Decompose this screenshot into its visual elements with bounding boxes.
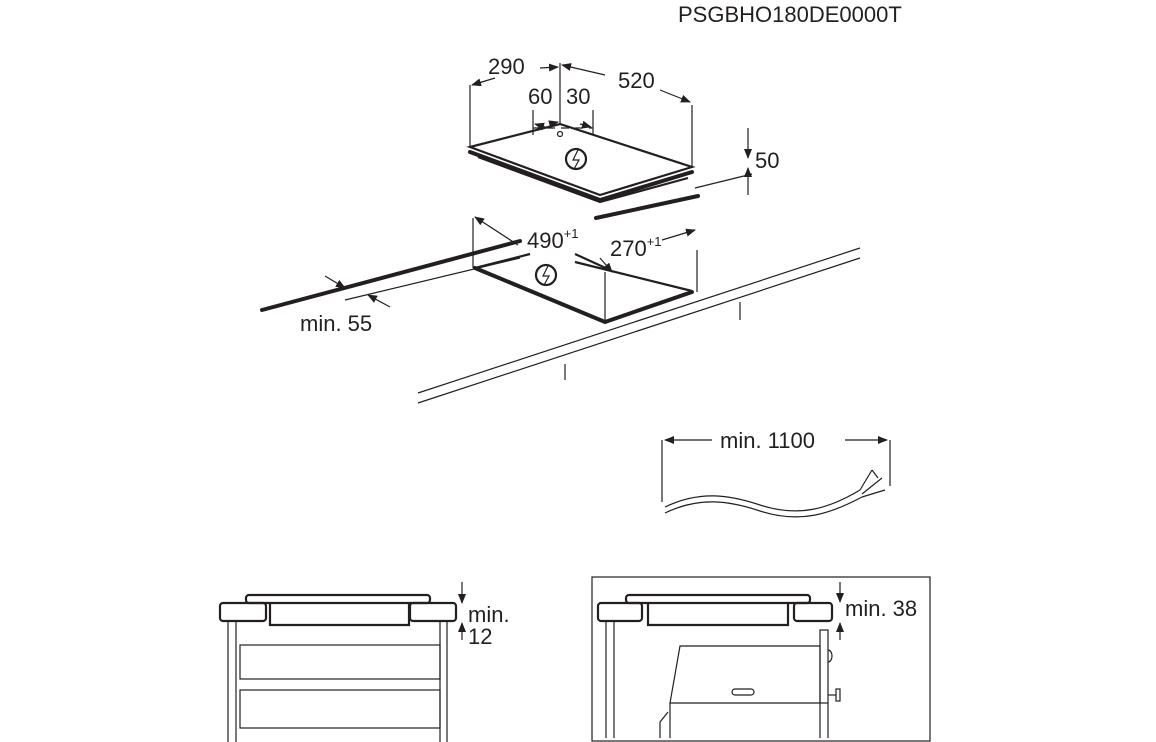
clearance-label: min. [468, 602, 510, 627]
clearance-value: 12 [468, 624, 492, 649]
dim-height: 50 [755, 148, 779, 173]
model-code: PSGBHO180DE0000T [678, 2, 902, 27]
dim-width: 520 [618, 68, 655, 93]
cable-drawing [661, 436, 891, 518]
cutout-depth: 270+1 [610, 234, 662, 261]
cabinet-oven-drawing [591, 576, 931, 742]
cutout-depth-tolerance: +1 [647, 234, 662, 249]
electric-symbol-icon [534, 263, 558, 287]
cutout-depth-value: 270 [610, 236, 647, 261]
cutout-width-value: 490 [527, 228, 564, 253]
dim-offset-right: 30 [566, 84, 590, 109]
cutout-width: 490+1 [527, 226, 579, 253]
hob-drawing [466, 63, 753, 204]
cutout-width-tolerance: +1 [564, 226, 579, 241]
front-clearance: min. 55 [300, 311, 372, 336]
electric-symbol-icon [564, 147, 588, 171]
countertop-cutout-drawing [260, 194, 861, 404]
cabinet-drawers-drawing [218, 582, 466, 742]
oven-clearance: min. 38 [845, 596, 917, 621]
dim-offset-left: 60 [528, 84, 552, 109]
dim-depth: 290 [488, 54, 525, 79]
cable-length: min. 1100 [720, 428, 815, 453]
